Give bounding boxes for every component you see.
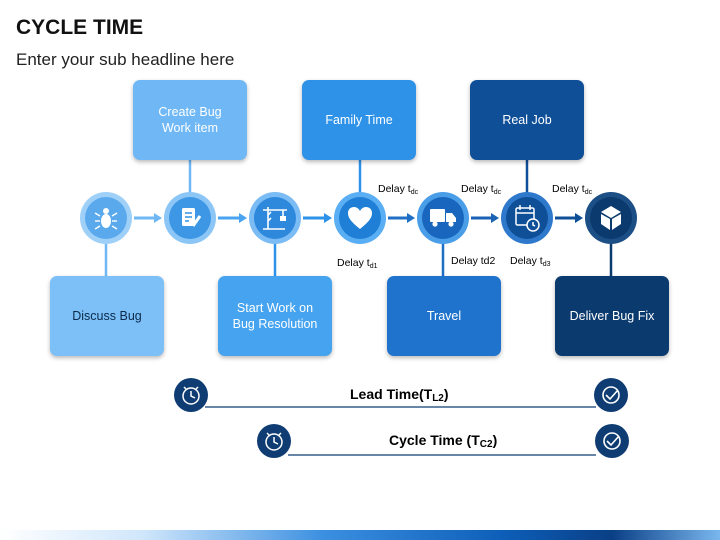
real-job-box: Real Job: [470, 80, 584, 160]
start-work-box: Start Work on Bug Resolution: [218, 276, 332, 356]
family-time-box: Family Time: [302, 80, 416, 160]
real-job-label: Real Job: [502, 113, 552, 127]
delay-label-6: Delay td3: [510, 255, 551, 268]
box-connectors: [104, 160, 613, 276]
alarm-clock-icon: [182, 386, 200, 405]
deliver-fix-label: Deliver Bug Fix: [569, 309, 655, 323]
create-bug-label-2: Work item: [161, 121, 218, 135]
travel-label: Travel: [426, 309, 462, 323]
step-5-truck: [417, 192, 469, 244]
delay-label-4: Delay td1: [337, 257, 378, 270]
step-1-bug: [80, 192, 132, 244]
delay-label-1: Delay tdc: [378, 183, 419, 196]
delay-label-3: Delay tdc: [552, 183, 593, 196]
box-icon: [601, 206, 621, 230]
decorative-footer-bar: [0, 530, 720, 540]
check-badge-icon: [603, 432, 621, 450]
edit-document-icon: [182, 208, 202, 227]
create-bug-label-1: Create Bug: [158, 105, 222, 119]
step-6-calendar: [501, 192, 553, 244]
discuss-bug-box: Discuss Bug: [50, 276, 164, 356]
cycle-time-label: Cycle Time (TC2): [389, 432, 498, 450]
delay-label-5: Delay td2: [451, 255, 496, 267]
page-subtitle: Enter your sub headline here: [16, 50, 235, 69]
discuss-bug-label: Discuss Bug: [72, 309, 142, 323]
start-work-label-2: Bug Resolution: [232, 317, 318, 331]
lead-time-timeline: [174, 378, 628, 412]
check-badge-icon: [602, 386, 620, 404]
step-2-edit: [164, 192, 216, 244]
calendar-clock-icon: [515, 205, 540, 232]
bug-icon: [94, 208, 118, 230]
flow-arrows: [134, 213, 583, 223]
lead-time-label: Lead Time(TL2): [350, 386, 449, 404]
step-4-heart: [334, 192, 386, 244]
travel-box: Travel: [387, 276, 501, 356]
alarm-clock-icon: [265, 432, 283, 451]
start-work-label-1: Start Work on: [236, 301, 314, 315]
cycle-time-timeline: [257, 424, 629, 458]
heart-icon: [348, 207, 372, 229]
delay-label-2: Delay tdc: [461, 183, 502, 196]
crane-icon: [263, 207, 287, 230]
step-3-crane: [249, 192, 301, 244]
family-time-label: Family Time: [325, 113, 393, 127]
truck-icon: [430, 209, 456, 227]
page-title: CYCLE TIME: [16, 16, 144, 39]
step-7-box: [585, 192, 637, 244]
deliver-fix-box: Deliver Bug Fix: [555, 276, 669, 356]
